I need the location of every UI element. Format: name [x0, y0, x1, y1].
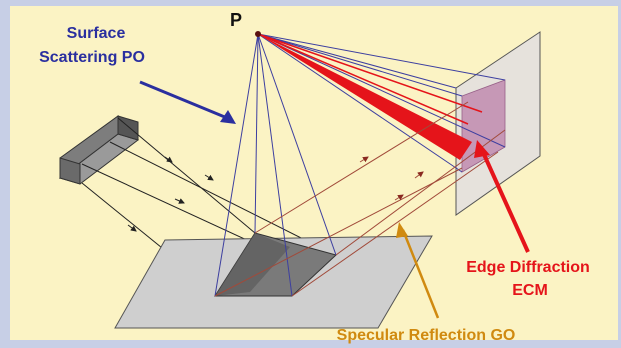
edge-diffraction-rays: [258, 34, 472, 160]
edge-diffraction-label-line2: ECM: [512, 282, 548, 299]
po-scattering-lines: [214, 33, 337, 297]
specular-arrow: [401, 229, 440, 319]
surface-scattering-arrowhead: [220, 110, 236, 124]
specular-rays: [214, 101, 506, 297]
edge-diffraction-arrowhead: [474, 140, 490, 158]
surface-scattering-label-line1: Surface: [67, 25, 126, 42]
screen-lines: [257, 33, 506, 173]
edge-diffraction-arrow: [480, 149, 530, 253]
edge-ray-thin-2: [257, 33, 469, 125]
edge-diffraction-label-line1: Edge Diffraction: [466, 259, 590, 276]
surface-scattering-arrow: [139, 80, 233, 122]
point-p-marker: [255, 31, 261, 37]
illuminated-region-lit: [215, 233, 290, 296]
specular-arrowhead: [396, 222, 408, 238]
surface-scattering-label-line2: Scattering PO: [39, 49, 145, 66]
point-p-label: P: [230, 10, 242, 30]
specular-reflection-label: Specular Reflection GO: [337, 327, 516, 344]
edge-ray-thin-1: [257, 33, 483, 113]
